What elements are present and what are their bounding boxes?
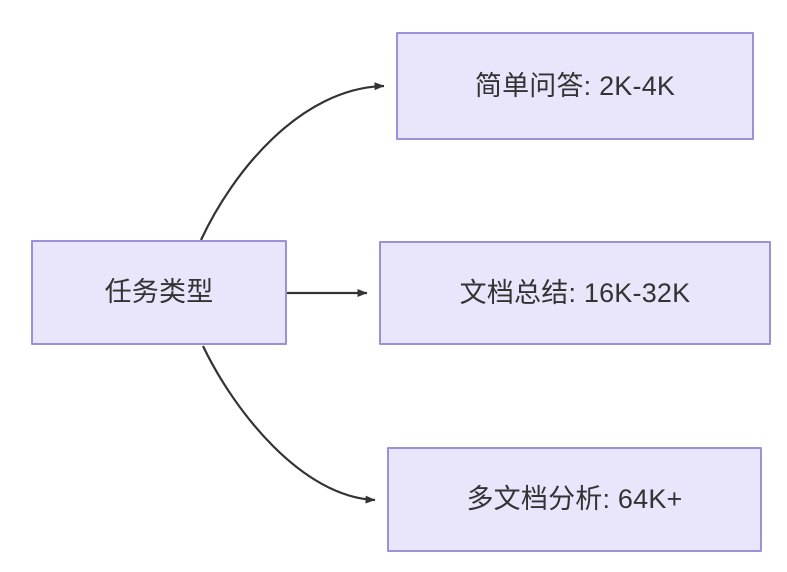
node-multi-document-analysis-label: 多文档分析: 64K+ <box>466 484 683 515</box>
node-simple-qa-label: 简单问答: 2K-4K <box>474 70 676 101</box>
node-document-summary[interactable]: 文档总结: 16K-32K <box>379 241 771 345</box>
node-simple-qa[interactable]: 简单问答: 2K-4K <box>396 32 754 140</box>
node-multi-document-analysis[interactable]: 多文档分析: 64K+ <box>387 447 762 552</box>
edge-root-to-multi <box>202 345 376 504</box>
edge-root-to-qa <box>200 82 385 241</box>
node-document-summary-label: 文档总结: 16K-32K <box>459 277 691 308</box>
node-task-type[interactable]: 任务类型 <box>31 240 287 345</box>
node-task-type-label: 任务类型 <box>104 277 214 308</box>
